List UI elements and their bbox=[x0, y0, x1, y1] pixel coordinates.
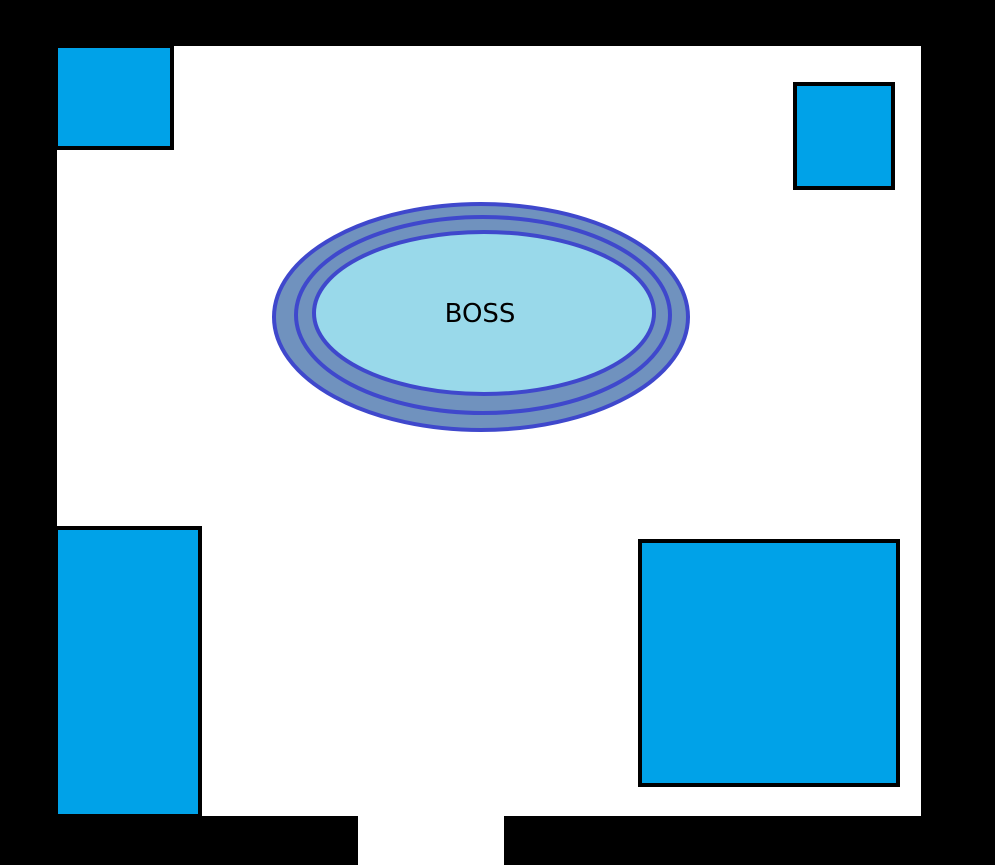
top-left-block bbox=[54, 44, 174, 150]
bottom-right-block bbox=[638, 539, 900, 787]
bottom-left-block bbox=[54, 526, 202, 818]
boss-label: BOSS bbox=[444, 299, 516, 329]
top-right-block bbox=[793, 82, 895, 190]
boss-inner-core bbox=[312, 230, 656, 396]
room-doorway bbox=[358, 814, 504, 865]
